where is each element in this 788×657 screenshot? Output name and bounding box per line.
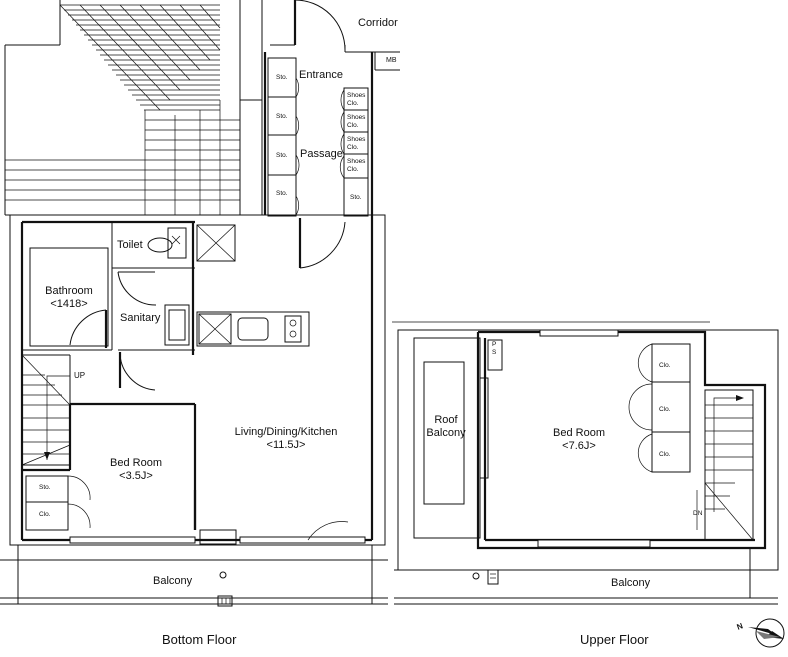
- label-clo-upper-3: Clo.: [659, 451, 671, 458]
- entrance-storage-right: [339, 87, 369, 217]
- label-clo-upper-1: Clo.: [659, 362, 671, 369]
- ps-shaft: [487, 339, 503, 371]
- stove-icon: [284, 315, 302, 343]
- label-balcony-bottom: Balcony: [153, 575, 193, 587]
- label-sto-2: Sto.: [276, 113, 288, 120]
- entrance-door-icon: [293, 0, 346, 52]
- kitchen-counter: [196, 311, 310, 347]
- label-corridor: Corridor: [358, 17, 398, 29]
- label-sto-1: Sto.: [276, 74, 288, 81]
- upper-window-top: [539, 329, 619, 337]
- upper-stair-icon: [696, 389, 754, 541]
- entrance-storage-left: [267, 57, 300, 217]
- label-mb: MB: [386, 57, 397, 64]
- upper-balcony: [394, 548, 778, 605]
- label-living: Living/Dining/Kitchen<11.5J>: [234, 426, 338, 451]
- building-stair-hatch: [4, 0, 265, 216]
- label-dn: DN: [693, 510, 703, 517]
- label-bathroom: Bathroom<1418>: [45, 285, 93, 310]
- label-entrance: Entrance: [299, 69, 344, 81]
- sanitary-door-icon: [118, 351, 156, 391]
- passage-door-icon: [298, 218, 346, 269]
- label-sanitary: Sanitary: [120, 312, 161, 324]
- label-balcony-upper: Balcony: [611, 577, 651, 589]
- label-clo-upper-2: Clo.: [659, 406, 671, 413]
- label-sto-5: Sto.: [350, 194, 362, 201]
- compass-icon: [748, 618, 785, 648]
- bathtub: [29, 247, 109, 347]
- bathroom-door-icon: [69, 309, 108, 348]
- toilet-door-icon: [117, 271, 157, 306]
- duct-shaft-icon: [196, 224, 236, 262]
- washing-machine: [164, 304, 190, 346]
- label-up: UP: [74, 371, 86, 380]
- bottom-floor-plan: [0, 0, 400, 607]
- label-bedroom-clo: Clo.: [39, 511, 51, 518]
- bottom-balcony: [0, 545, 388, 607]
- label-toilet: Toilet: [117, 239, 143, 251]
- upper-window-bottom: [537, 539, 651, 548]
- window-living: [239, 536, 366, 544]
- upper-floor-plan: [392, 321, 779, 605]
- label-bedroom-sto: Sto.: [39, 484, 51, 491]
- bedroom-storage: [25, 475, 91, 531]
- stair-icon: [21, 354, 71, 466]
- label-passage: Passage: [300, 148, 343, 160]
- label-bedroom-upper: Bed Room<7.6J>: [553, 427, 605, 452]
- sink-icon: [237, 317, 269, 341]
- toilet-icon: [147, 227, 187, 259]
- caption-upper-floor: Upper Floor: [580, 632, 649, 647]
- caption-bottom-floor: Bottom Floor: [162, 632, 237, 647]
- label-sto-4: Sto.: [276, 190, 288, 197]
- label-sto-3: Sto.: [276, 152, 288, 159]
- upper-closets: [628, 343, 691, 473]
- window-bedroom: [69, 536, 196, 544]
- label-bedroom-bottom: Bed Room<3.5J>: [110, 457, 162, 482]
